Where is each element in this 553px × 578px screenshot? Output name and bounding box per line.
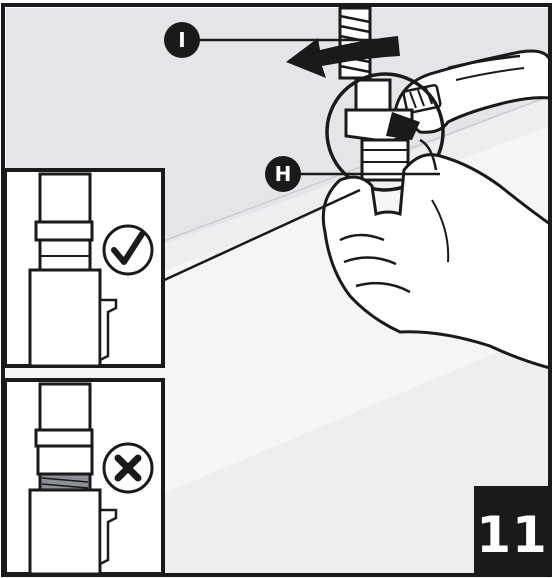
step-number: 11 xyxy=(476,506,548,564)
checkmark-icon xyxy=(104,226,152,274)
x-mark-icon xyxy=(104,444,152,492)
inset-correct xyxy=(5,170,163,366)
step-badge: 11 xyxy=(474,486,550,575)
callout-i-label: I xyxy=(178,28,185,52)
callout-h-label: H xyxy=(275,162,292,186)
inset-incorrect xyxy=(5,380,163,574)
